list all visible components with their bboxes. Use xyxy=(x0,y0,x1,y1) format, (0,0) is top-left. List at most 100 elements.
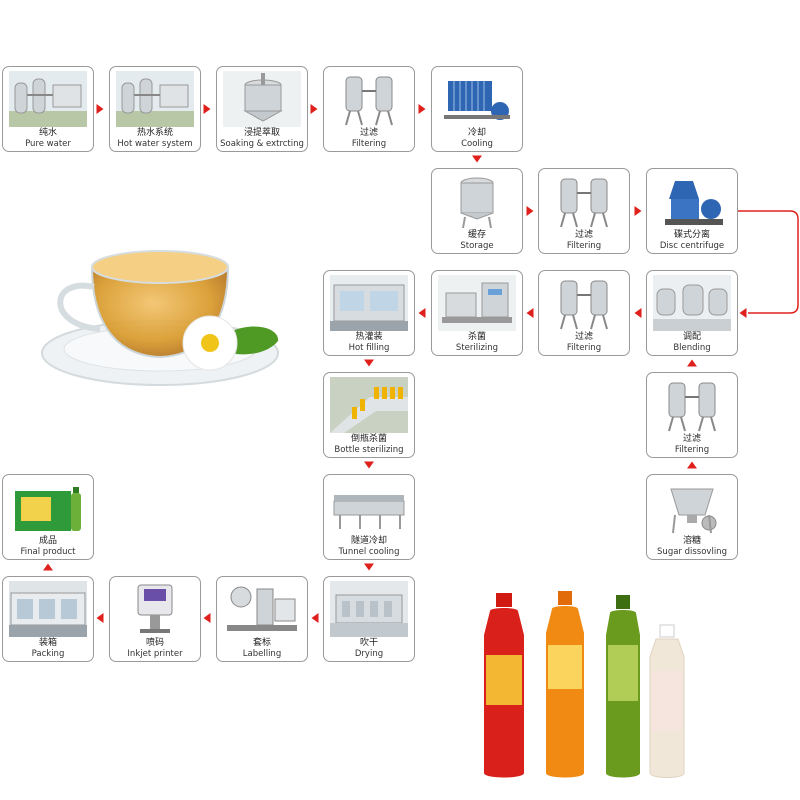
step-sugar-dissolving[interactable]: 溶糖 Sugar dissovling xyxy=(646,474,738,560)
storage-tank-illustration xyxy=(438,173,516,229)
dryer-illustration xyxy=(330,581,408,637)
arrow-up xyxy=(687,461,697,469)
twin-filter-icon xyxy=(653,377,731,433)
arrow-left xyxy=(203,613,211,623)
step-label-en: Cooling xyxy=(461,139,493,149)
step-label-en: Hot filling xyxy=(348,343,390,353)
blending-tanks-illustration xyxy=(653,275,731,331)
step-label-cn: 杀菌 xyxy=(467,332,486,342)
step-hot-water-system[interactable]: 热水系统 Hot water system xyxy=(109,66,201,152)
conveyor-illustration xyxy=(330,377,408,433)
step-label-en: Filtering xyxy=(674,445,710,455)
step-label-en: Hot water system xyxy=(117,139,193,149)
step-label-cn: 吹干 xyxy=(359,638,378,648)
step-sterilizing[interactable]: 杀菌 Sterilizing xyxy=(431,270,523,356)
step-final-product[interactable]: 成品 Final product xyxy=(2,474,94,560)
teacup-photo xyxy=(41,250,279,386)
water-plant-icon xyxy=(116,71,194,127)
arrow-left xyxy=(634,308,642,318)
twin-filter-illustration xyxy=(545,275,623,331)
filling-machine-icon xyxy=(330,275,408,331)
step-filtering-1[interactable]: 过滤 Filtering xyxy=(323,66,415,152)
arrow-left xyxy=(96,613,104,623)
tunnel-illustration xyxy=(330,479,408,535)
tunnel-icon xyxy=(330,479,408,535)
step-hot-filling[interactable]: 热灌装 Hot filling xyxy=(323,270,415,356)
step-soaking-extracting[interactable]: 浸提萃取 Soaking & extrcting xyxy=(216,66,308,152)
arrow-down xyxy=(364,359,374,367)
arrow-left xyxy=(311,613,319,623)
step-pure-water[interactable]: 纯水 Pure water xyxy=(2,66,94,152)
twin-filter-illustration xyxy=(653,377,731,433)
step-blending[interactable]: 调配 Blending xyxy=(646,270,738,356)
bottle-3 xyxy=(606,595,640,778)
arrow-left xyxy=(418,308,426,318)
connector-centrifuge-to-blending xyxy=(738,210,799,314)
step-label-cn: 过滤 xyxy=(682,434,701,444)
plate-cooler-illustration xyxy=(438,71,516,127)
twin-filter-icon xyxy=(330,71,408,127)
step-label-cn: 装箱 xyxy=(38,638,57,648)
step-inkjet-printer[interactable]: 喷码 Inkjet printer xyxy=(109,576,201,662)
step-label-en: Filtering xyxy=(566,241,602,251)
step-bottle-sterilizing[interactable]: 倒瓶杀菌 Bottle sterilizing xyxy=(323,372,415,458)
arrow-right xyxy=(203,104,211,114)
arrow-down xyxy=(472,155,482,163)
step-drying[interactable]: 吹干 Drying xyxy=(323,576,415,662)
arrow-right xyxy=(418,104,426,114)
product-box-illustration xyxy=(9,479,87,535)
step-labelling[interactable]: 套标 Labelling xyxy=(216,576,308,662)
step-label-en: Pure water xyxy=(25,139,71,149)
step-filtering-3[interactable]: 过滤 Filtering xyxy=(538,270,630,356)
plate-cooler-icon xyxy=(438,71,516,127)
packer-illustration xyxy=(9,581,87,637)
step-packing[interactable]: 装箱 Packing xyxy=(2,576,94,662)
sugar-tank-illustration xyxy=(653,479,731,535)
blending-tanks-icon xyxy=(653,275,731,331)
step-label-en: Disc centrifuge xyxy=(659,241,725,251)
step-label-en: Bottle sterilizing xyxy=(334,445,404,455)
arrow-right xyxy=(634,206,642,216)
step-label-cn: 喷码 xyxy=(145,638,164,648)
step-label-cn: 套标 xyxy=(252,638,271,648)
bottle-1 xyxy=(484,593,524,778)
step-filtering-2[interactable]: 过滤 Filtering xyxy=(538,168,630,254)
step-label-cn: 热灌装 xyxy=(355,332,383,342)
labeller-illustration xyxy=(223,581,301,637)
filling-machine-illustration xyxy=(330,275,408,331)
step-disc-centrifuge[interactable]: 碟式分离 Disc centrifuge xyxy=(646,168,738,254)
step-label-en: Blending xyxy=(673,343,711,353)
step-label-en: Storage xyxy=(460,241,494,251)
step-filtering-4[interactable]: 过滤 Filtering xyxy=(646,372,738,458)
step-label-en: Labelling xyxy=(242,649,282,659)
arrow-down xyxy=(364,461,374,469)
step-label-cn: 过滤 xyxy=(574,332,593,342)
step-label-cn: 过滤 xyxy=(574,230,593,240)
step-label-en: Drying xyxy=(354,649,384,659)
inkjet-illustration xyxy=(116,581,194,637)
sterilizer-icon xyxy=(438,275,516,331)
arrow-left xyxy=(526,308,534,318)
arrow-right xyxy=(96,104,104,114)
step-label-en: Inkjet printer xyxy=(127,649,183,659)
arrow-up xyxy=(43,563,53,571)
step-label-cn: 溶糖 xyxy=(682,536,701,546)
step-label-cn: 浸提萃取 xyxy=(243,128,280,138)
step-label-en: Filtering xyxy=(351,139,387,149)
daisy-flower xyxy=(182,315,238,371)
labeller-icon xyxy=(223,581,301,637)
step-label-en: Sugar dissovling xyxy=(657,547,727,557)
step-label-en: Final product xyxy=(20,547,76,557)
step-label-en: Filtering xyxy=(566,343,602,353)
step-cooling[interactable]: 冷却 Cooling xyxy=(431,66,523,152)
dryer-icon xyxy=(330,581,408,637)
step-storage[interactable]: 缓存 Storage xyxy=(431,168,523,254)
step-label-cn: 过滤 xyxy=(359,128,378,138)
step-label-cn: 热水系统 xyxy=(136,128,173,138)
step-tunnel-cooling[interactable]: 隧道冷却 Tunnel cooling xyxy=(323,474,415,560)
centrifuge-icon xyxy=(653,173,731,229)
step-label-en: Packing xyxy=(31,649,65,659)
step-label-cn: 倒瓶杀菌 xyxy=(350,434,387,444)
step-label-cn: 冷却 xyxy=(467,128,486,138)
